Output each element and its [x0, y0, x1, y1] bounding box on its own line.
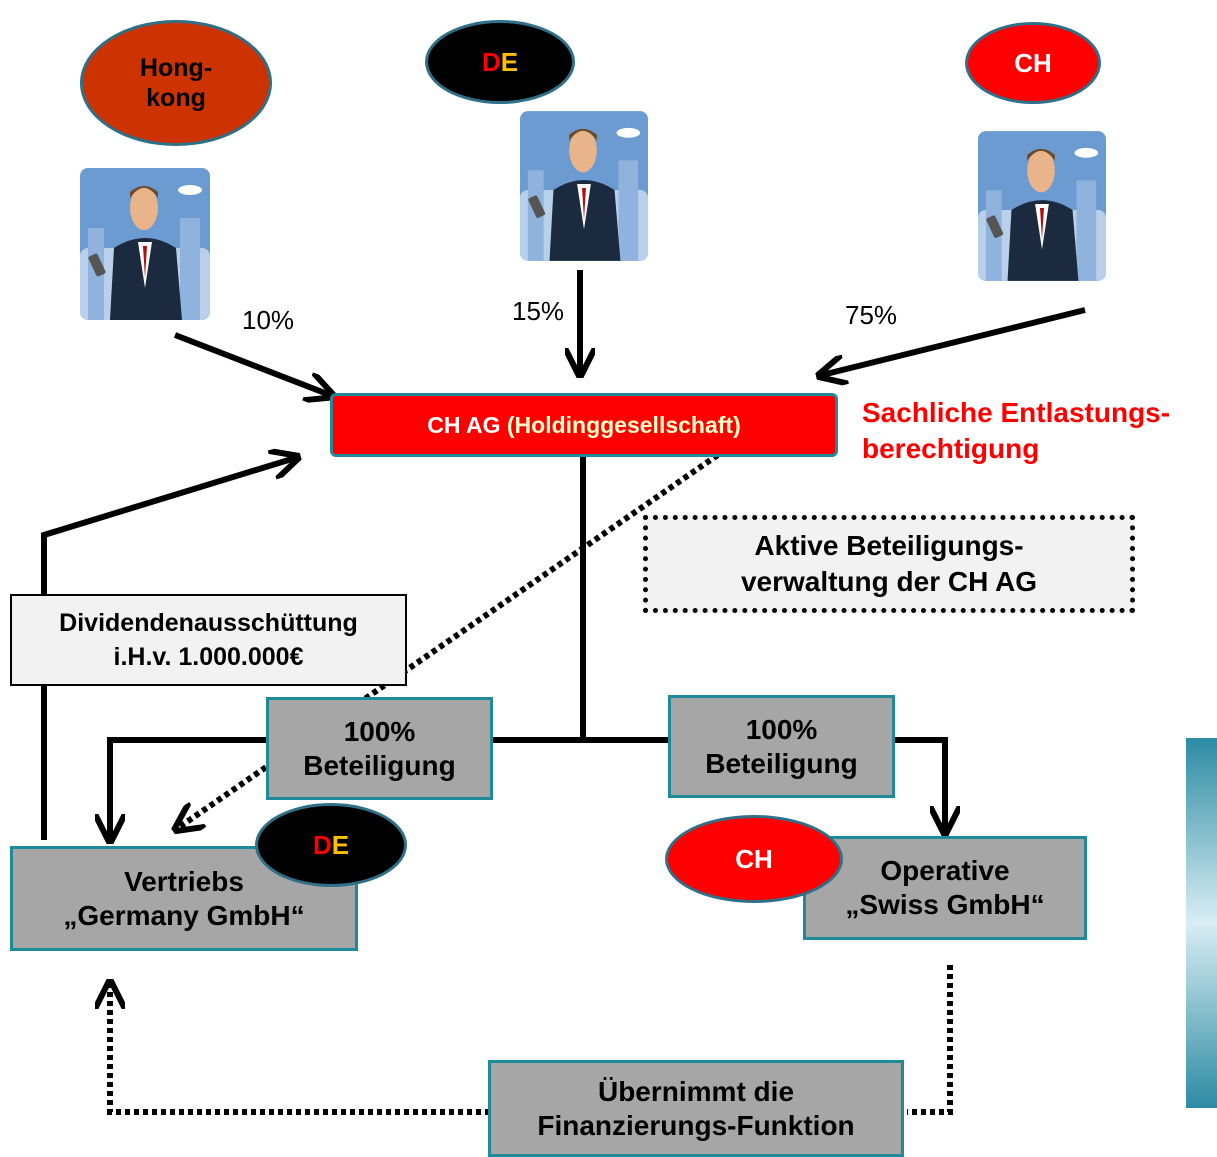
financing-dotted-left [110, 985, 490, 1115]
participation-left-line1: 100% [343, 715, 416, 747]
active-mgmt-line2: verwaltung der CH AG [740, 566, 1038, 597]
active-mgmt-box: Aktive Beteiligungs- verwaltung der CH A… [643, 515, 1135, 613]
ch-badge-top-label: CH [1014, 47, 1052, 78]
dividend-line1: Dividendenausschüttung [59, 609, 358, 637]
de-letter-e: E [500, 46, 519, 77]
germany-line1: Vertriebs [124, 865, 244, 897]
financing-dotted-right [907, 965, 953, 1115]
entitlement-line1: Sachliche Entlastungs- [862, 397, 1171, 428]
participation-right-box: 100% Beteiligung [668, 695, 895, 798]
hongkong-line2: kong [146, 84, 206, 112]
active-mgmt-line1: Aktive Beteiligungs- [754, 530, 1024, 561]
active-mgmt-dotted-arrow [178, 447, 727, 828]
share-ch: 75% [845, 300, 898, 330]
holding-box: CH AG (Holdinggesellschaft) [330, 393, 838, 457]
businessman-ch-image [978, 131, 1106, 281]
entitlement-text: Sachliche Entlastungs- berechtigung [862, 395, 1170, 467]
de-badge-germany-d: D [312, 829, 332, 860]
participation-right-line2: Beteiligung [705, 747, 858, 779]
participation-left-line2: Beteiligung [303, 749, 456, 781]
swiss-line1: Operative [880, 855, 1010, 886]
germany-line2: „Germany GmbH“ [63, 899, 305, 931]
hongkong-line1: Hong- [139, 54, 213, 82]
businessman-de-image [520, 111, 648, 261]
financing-line1: Übernimmt die [597, 1075, 795, 1107]
dividend-box: Dividendenausschüttung i.H.v. 1.000.000€ [10, 594, 407, 686]
financing-line2: Finanzierungs-Funktion [537, 1109, 855, 1141]
hongkong-badge: Hong- kong [80, 20, 272, 146]
businessman-hongkong-image [80, 168, 210, 320]
germany-gmbh-box: Vertriebs „Germany GmbH“ [10, 846, 358, 951]
share-de: 15% [512, 296, 565, 326]
de-badge-germany-e: E [331, 829, 350, 860]
holding-suffix: (Holdinggesellschaft) [506, 411, 741, 438]
swiss-line2: „Swiss GmbH“ [845, 889, 1045, 920]
entitlement-line2: berechtigung [862, 433, 1040, 464]
participation-right-line1: 100% [745, 713, 818, 745]
ch-badge-swiss-label: CH [735, 843, 773, 874]
financing-box: Übernimmt die Finanzierungs-Funktion [488, 1060, 904, 1157]
ch-badge-top: CH [965, 22, 1101, 104]
arrow-ch [822, 307, 1086, 375]
decorative-gradient-bar [1186, 738, 1217, 1108]
de-letter-d: D [481, 46, 501, 77]
arrow-hongkong [173, 332, 330, 395]
ch-badge-swiss: CH [665, 815, 843, 903]
dividend-arrow [41, 458, 295, 840]
participation-left-box: 100% Beteiligung [266, 697, 493, 800]
holding-prefix: CH AG [427, 411, 501, 438]
dividend-line2: i.H.v. 1.000.000€ [113, 643, 304, 671]
swiss-gmbh-box: Operative „Swiss GmbH“ [803, 836, 1087, 940]
share-hongkong: 10% [242, 305, 295, 335]
